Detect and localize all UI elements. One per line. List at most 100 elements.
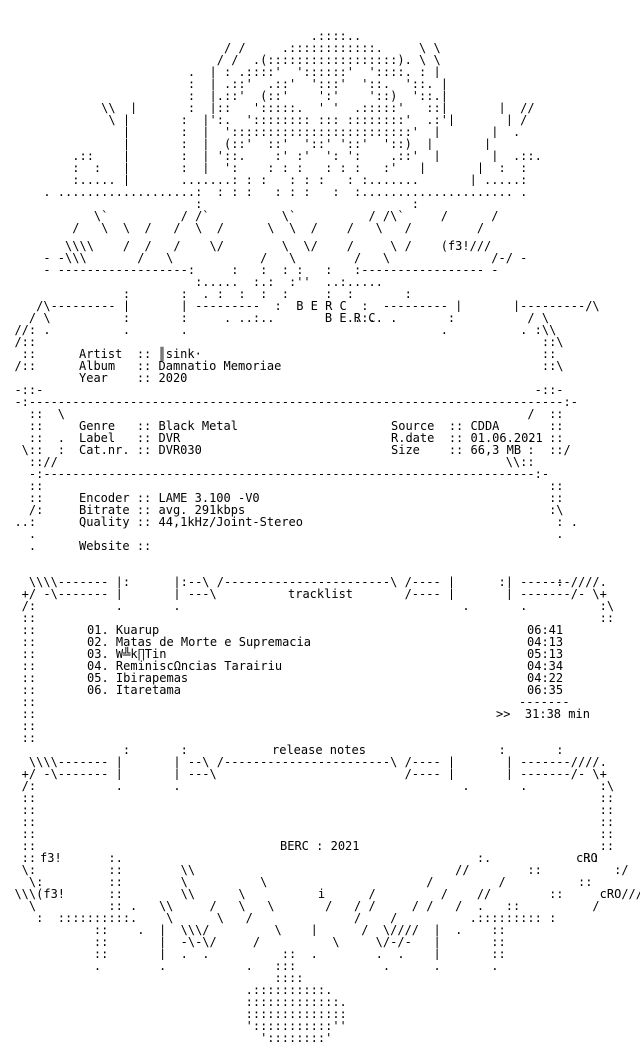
ascii-art-line: : : | : | ': : : : : : : :' | | : : <box>0 162 528 174</box>
art-credit-right: cRO <box>576 852 598 864</box>
artist-label: Artist <box>79 347 123 361</box>
track-time: 04:13 <box>527 635 564 649</box>
total-time: 31:38 min <box>524 707 590 721</box>
separator: :: <box>448 431 464 445</box>
ascii-art-line <box>0 552 640 564</box>
ascii-art-line: :: <box>0 684 37 696</box>
release-notes-heading: release notes <box>272 743 366 757</box>
ascii-art-line: __ __ _ : : _ _____ _ _ _____ _ : : _ __… <box>0 744 640 756</box>
credit-f3: f3! <box>40 851 62 865</box>
separator: :: <box>448 443 464 457</box>
ascii-art-line: \\ | : |:: ':::::. ' ' .:::::' ::| | // <box>0 102 535 114</box>
ascii-art-line: ___ _ : : . : : : : : : : _ ___ <box>0 288 499 300</box>
info-row-artist: Artist :: ║sink· <box>79 348 202 360</box>
track-title: Itaretama <box>115 683 181 697</box>
ascii-art-line: - ------------------: : : : : : :-------… <box>0 264 499 276</box>
separator: :: <box>136 431 152 445</box>
track-title: Kuarup <box>115 623 160 637</box>
source-value: CDDA <box>470 419 500 433</box>
ascii-art-line: \ :: . _\\_____/ _\___\_______/___/ / __… <box>0 900 600 912</box>
ascii-art-line: :: :: <box>0 828 615 840</box>
ascii-art-line: :::::::::::::. <box>0 996 347 1008</box>
info-row-bitrate: Bitrate :: avg. 291kbps <box>79 504 245 516</box>
encoder-label: Encoder <box>79 491 130 505</box>
ascii-art-line: '::::::::' <box>0 1032 333 1044</box>
album-label: Album <box>79 359 116 373</box>
info-row-genre: Genre :: Black Metal <box>79 420 238 432</box>
separator: :: <box>448 419 464 433</box>
info-row-catnr: Cat.nr. :: DVR030 <box>79 444 202 456</box>
ascii-art-line: :: :: <box>0 480 564 492</box>
info-row-source: Source :: CDDA <box>391 420 499 432</box>
ascii-art-line: . <box>0 540 37 552</box>
ascii-art-line: -:--------------------------------------… <box>0 468 550 480</box>
ascii-art-line: . | : .::::' '::::::' '::::. : | <box>0 66 441 78</box>
label-label: Label <box>79 431 116 445</box>
track-number: 05. <box>87 671 116 685</box>
ascii-art-line: ___/ / .::::::::::::. \ \___ <box>0 42 463 54</box>
info-row-album: Album :: Damnatio Memoriae <box>79 360 281 372</box>
ascii-art-line: -::- __ _ _ __ -::- <box>0 384 564 396</box>
credit-cro: cRO <box>576 851 598 865</box>
ascii-art-line: :::: <box>0 972 304 984</box>
ascii-art-line: ..: : . <box>0 516 578 528</box>
track-row: 02. Matas de Morte e Supremacia 04:13 <box>87 636 607 648</box>
ascii-art-line: :..... | .......: : : : : : : :....... |… <box>0 174 528 186</box>
track-row: 04. ReminiscΩncias Tarairiu 04:34 <box>87 660 607 672</box>
separator: :: <box>136 347 152 361</box>
ascii-art-line: _ ______ _ : |.::' (::' ':' '::) '::.| _… <box>0 90 564 102</box>
ascii-art-line: :: :: <box>0 792 615 804</box>
ascii-art-line: | : | ':::::::::::::::::::::::::' | | . <box>0 126 521 138</box>
footer-group-year: BERC : 2021 <box>280 839 360 853</box>
ascii-art-line: _\\\\------- | | --\ /------------------… <box>0 756 615 768</box>
track-time: 04:22 <box>527 671 564 685</box>
track-number: 04. <box>87 659 116 673</box>
separator: :: <box>136 539 152 553</box>
total-row: >> 31:38 min <box>496 708 590 720</box>
ascii-art-line: -:--------------------------------------… <box>0 396 578 408</box>
ascii-art-line: :: <box>0 732 37 744</box>
encoder-value: LAME 3.100 -V0 <box>158 491 260 505</box>
track-time: 04:34 <box>527 659 564 673</box>
ascii-art-line: __ __ _ : : _ _____ _ _ _____ _ : : _ __… <box>0 576 640 588</box>
ascii-art-line: :: <box>0 696 37 708</box>
ascii-art-line: :..... :.: :'' ..:..... <box>0 276 383 288</box>
ascii-art-line: _ _\\\\____/__/___/____\/________\__\/__… <box>0 240 513 252</box>
ascii-art-line: :: :: <box>0 348 557 360</box>
ascii-art-line: :: | -\-\/_____/ \_____\/-/- | :: <box>0 936 506 948</box>
track-number: 02. <box>87 635 116 649</box>
info-row-label: Label :: DVR <box>79 432 180 444</box>
ascii-art-line: _/ \ : : . ..:.. ..:.. . : / \_ <box>0 312 557 324</box>
size-value: 66,3 MB <box>470 443 522 457</box>
track-title: ReminiscΩncias Tarairiu <box>115 659 283 673</box>
genre-value: Black Metal <box>158 419 238 433</box>
ascii-art-line: :: . . :: <box>0 432 564 444</box>
ascii-art-line: :: <box>0 720 37 732</box>
quality-value: 44,1kHz/Joint-Stereo <box>158 515 304 529</box>
ascii-art-line: ':::::::::::'' <box>0 1020 347 1032</box>
source-label: Source <box>391 419 435 433</box>
track-time: 06:41 <box>527 623 564 637</box>
track-number: 03. <box>87 647 116 661</box>
section-title-tracklist: tracklist <box>288 588 353 600</box>
ascii-art-line: :: :: <box>0 612 615 624</box>
bitrate-label: Bitrate <box>79 503 130 517</box>
art-credit-left: f3! <box>40 852 62 864</box>
catnr-value: DVR030 <box>158 443 202 457</box>
ascii-art-line: :: <box>0 636 37 648</box>
ascii-art-line: /: . . . . :\ <box>0 600 615 612</box>
separator: :: <box>136 503 152 517</box>
info-row-website: Website :: <box>79 540 159 552</box>
track-title: Matas de Morte e Supremacia <box>115 635 311 649</box>
separator: :: <box>136 419 152 433</box>
track-number: 06. <box>87 683 116 697</box>
size-label: Size <box>391 443 420 457</box>
info-row-quality: Quality :: 44,1kHz/Joint-Stereo <box>79 516 303 528</box>
tracklist-separator: ------- <box>519 695 570 709</box>
ascii-art-line: :: | . . :: . . . | :: <box>0 948 506 960</box>
artist-value: ║sink· <box>158 347 202 361</box>
track-title: W╩k∏Tin <box>115 647 167 661</box>
ascii-art-line: :: \ / :: <box>0 408 564 420</box>
